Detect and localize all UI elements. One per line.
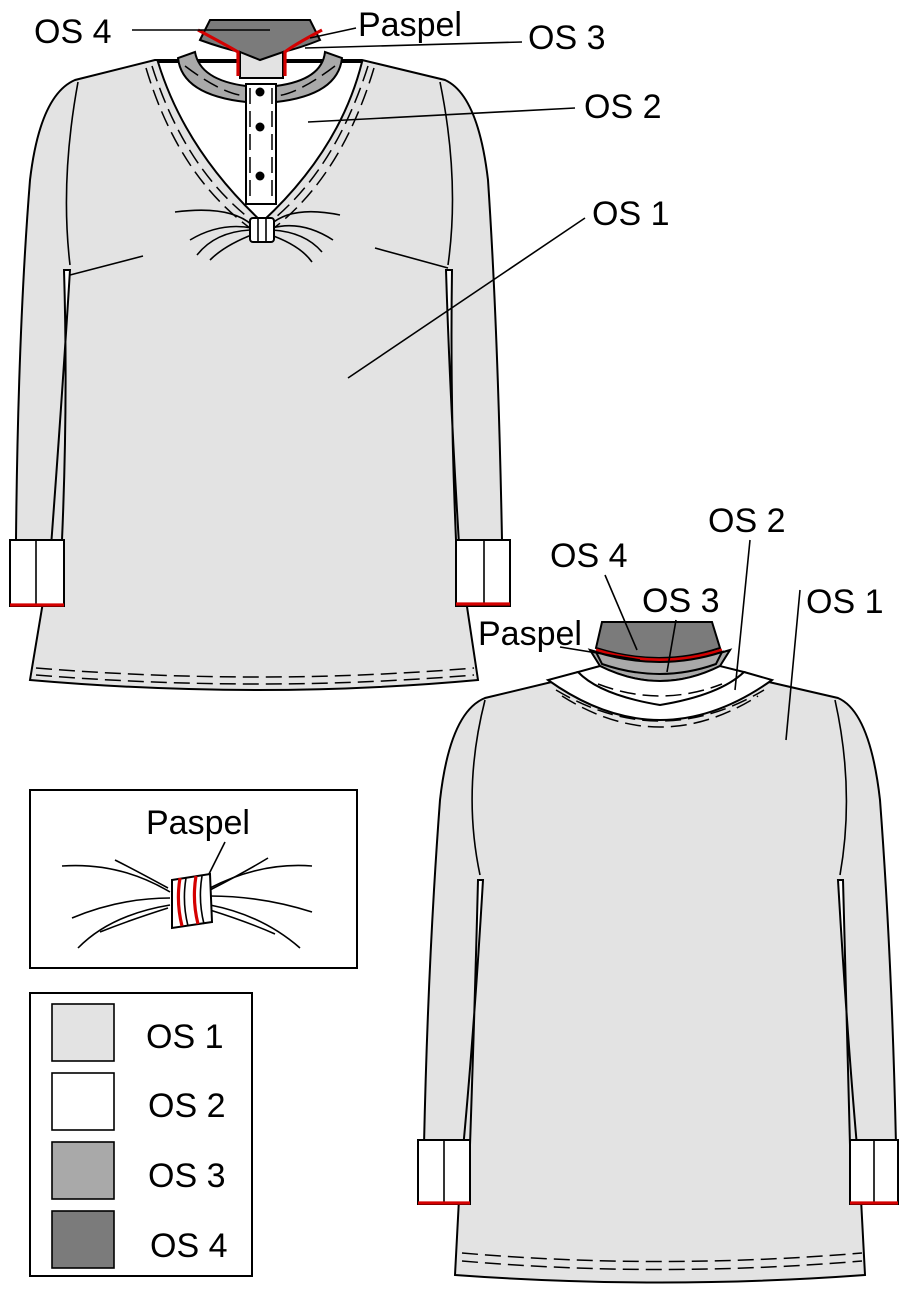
back-armhole-left — [471, 699, 486, 876]
front-collar-stitch — [184, 65, 247, 97]
legend-label-os2: OS 2 — [148, 1087, 225, 1125]
front-collar-stitch-right — [275, 65, 336, 97]
detail-box: Paspel — [29, 789, 358, 969]
back-hem-stitch-2 — [461, 1260, 863, 1271]
legend-label-os3: OS 3 — [148, 1157, 225, 1195]
back-label-os4: OS 4 — [550, 537, 627, 575]
front-collar-band — [176, 50, 247, 104]
front-hem-stitch-2 — [35, 674, 475, 685]
back-collar-top — [594, 621, 722, 659]
back-body — [422, 679, 898, 1284]
legend-label-os4: OS 4 — [150, 1227, 227, 1265]
front-label-paspel: Paspel — [358, 6, 462, 44]
front-knot — [174, 209, 341, 263]
back-label-os3: OS 3 — [642, 582, 719, 620]
front-cuff-left — [9, 539, 65, 607]
front-button-3 — [255, 171, 265, 181]
front-cuff-right — [455, 539, 511, 607]
detail-paspel-2 — [192, 875, 200, 925]
back-collar-stitch — [597, 683, 723, 697]
back-os1-leader — [785, 589, 801, 741]
front-placket — [245, 83, 277, 205]
back-armhole-right — [834, 699, 848, 876]
legend-label-os1: OS 1 — [146, 1018, 223, 1056]
legend-swatch-os2 — [51, 1072, 115, 1131]
back-paspel-leader — [559, 646, 641, 661]
back-os2-leader — [734, 539, 751, 691]
back-collar-white — [576, 664, 747, 707]
legend-swatch-os1 — [51, 1003, 115, 1062]
detail-knot-line-2 — [199, 875, 205, 925]
front-label-os4: OS 4 — [34, 13, 111, 51]
front-v-stitch-left-1 — [151, 65, 255, 223]
front-button-1 — [255, 87, 265, 97]
back-garment — [417, 621, 899, 1284]
back-collar-paspel — [595, 648, 723, 662]
front-os2-leader — [307, 107, 576, 123]
front-armhole-right — [439, 81, 454, 266]
back-neckband-stitch-1 — [555, 689, 765, 722]
front-collar-paspel-right — [283, 28, 323, 76]
back-label-os2: OS 2 — [708, 502, 785, 540]
front-label-os3: OS 3 — [528, 19, 605, 57]
front-dart-right — [374, 247, 449, 269]
back-neckband-stitch-2 — [561, 695, 759, 728]
detail-label-paspel: Paspel — [146, 804, 250, 842]
front-garment — [9, 19, 511, 691]
detail-paspel-1 — [176, 877, 184, 927]
front-paspel-leader — [309, 27, 357, 39]
front-dart-left — [69, 255, 144, 276]
back-hem-stitch-1 — [461, 1252, 863, 1263]
front-os1-leader — [347, 217, 586, 379]
front-hem-stitch-1 — [35, 667, 475, 678]
front-label-os1: OS 1 — [592, 195, 669, 233]
legend-swatch-os4 — [51, 1210, 115, 1269]
back-label-paspel: Paspel — [478, 615, 582, 653]
legend-swatch-os3 — [51, 1141, 115, 1200]
front-v-stitch-right-1 — [269, 65, 369, 223]
legend: OS 1 OS 2 OS 3 OS 4 — [29, 992, 253, 1277]
front-armhole-left — [65, 81, 79, 266]
detail-gathers — [61, 857, 313, 949]
back-collar-grey — [594, 650, 724, 675]
back-os4-leader — [604, 574, 638, 651]
front-collar-inner — [239, 50, 284, 79]
detail-knot-line — [183, 877, 189, 927]
back-label-os1: OS 1 — [806, 583, 883, 621]
front-button-2 — [255, 122, 265, 132]
front-collar-band-right — [275, 50, 344, 104]
front-label-os2: OS 2 — [584, 88, 661, 126]
front-os3-leader — [304, 41, 523, 49]
front-body — [14, 59, 504, 691]
front-collar-paspel-left — [197, 28, 240, 76]
back-os3-leader — [666, 619, 677, 673]
